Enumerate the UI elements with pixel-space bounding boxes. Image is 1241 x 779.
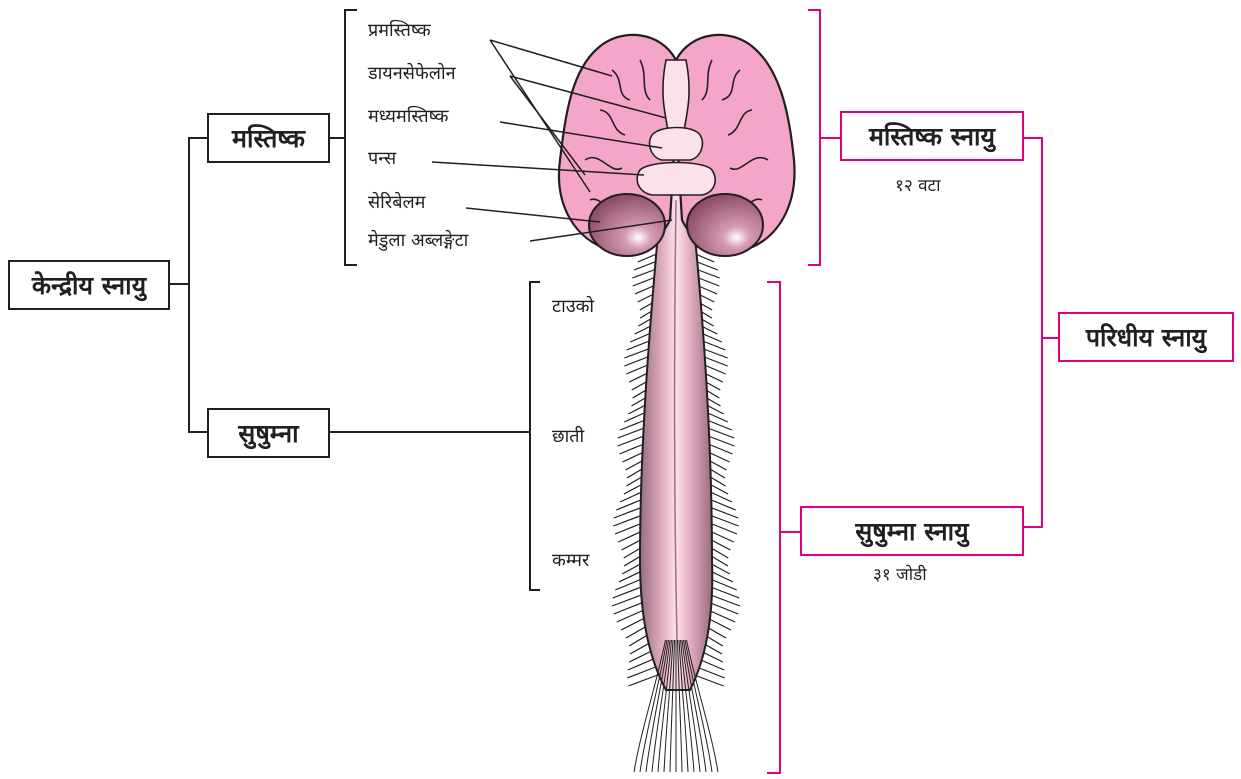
spinal-region-chest-label: छाती (552, 428, 584, 446)
brain-part-cerebellum-label: सेरिबेलम (368, 194, 425, 212)
spinal-cord-box: सुषुम्ना (207, 408, 330, 458)
spinal-nerves-count: ३१ जोडी (873, 567, 927, 584)
cranial-nerves-count: १२ वटा (895, 178, 941, 195)
brain-part-pons-label: पन्स (368, 150, 396, 168)
cranial-nerves-box: मस्तिष्क स्नायु (840, 111, 1024, 161)
cns-connectors (170, 10, 540, 590)
brain-box: मस्तिष्क (207, 113, 330, 163)
brain-part-diencephalon-label: डायनसेफेलोन (368, 65, 456, 83)
cauda-equina (634, 640, 718, 772)
spinal-region-head-label: टाउको (552, 298, 594, 316)
spinal-nerves-box: सुषुम्ना स्नायु (800, 506, 1024, 556)
spinal-region-waist-label: कम्मर (552, 552, 589, 570)
brain-part-medulla-label: मेडुला अब्लङ्गेटा (368, 232, 468, 250)
brain-part-midbrain-label: मध्यमस्तिष्क (368, 108, 448, 126)
brain-part-cerebrum-label: प्रमस्तिष्क (368, 22, 431, 40)
peripheral-nervous-system-box: परिधीय स्नायु (1058, 312, 1234, 362)
spinal-cord-illustration (612, 188, 740, 772)
central-nervous-system-box: केन्द्रीय स्नायु (8, 260, 170, 310)
